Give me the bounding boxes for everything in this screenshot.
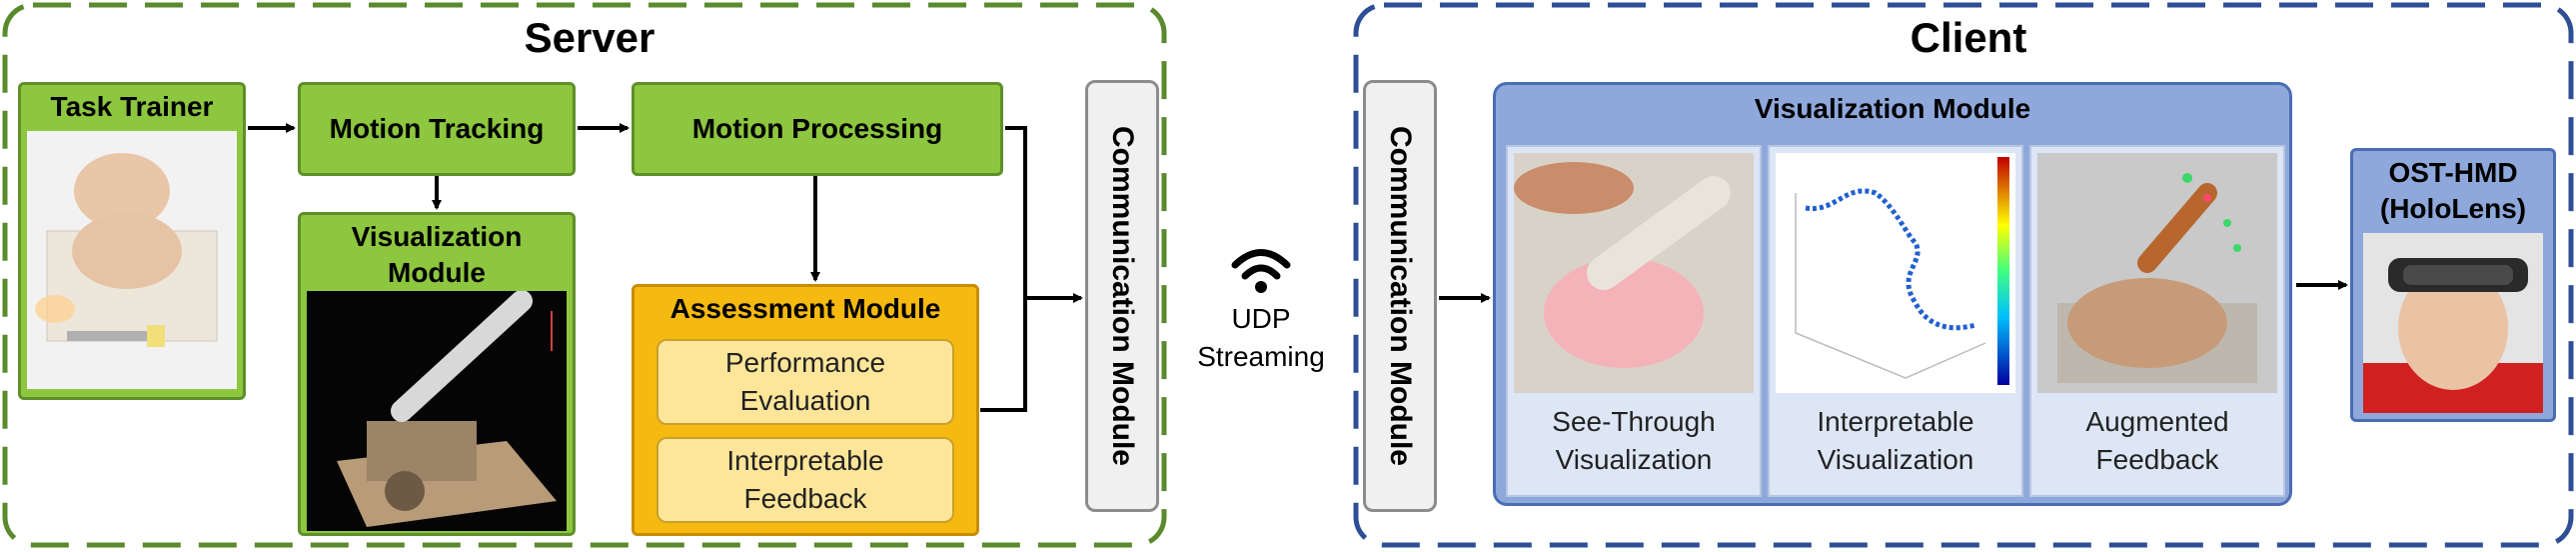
interpretable-card: Interpretable Visualization xyxy=(1768,145,2023,497)
manikin-photo xyxy=(35,153,218,347)
server-visualization-panel: Visualization Module xyxy=(298,212,576,536)
interpretable-feedback-box: Interpretable Feedback xyxy=(656,437,954,523)
see-through-image xyxy=(1514,153,1754,393)
see-through-label: See-Through Visualization xyxy=(1552,406,1716,475)
motion-processing-box: Motion Processing xyxy=(632,82,1003,176)
ost-hmd-title: OST-HMD xyxy=(2388,157,2518,188)
ost-hmd-panel: OST-HMD (HoloLens) xyxy=(2350,148,2556,422)
performance-evaluation-label: Performance Evaluation xyxy=(724,347,886,416)
task-trainer-panel: Task Trainer xyxy=(18,82,246,400)
client-visualization-title: Visualization Module xyxy=(1754,93,2031,124)
performance-evaluation-box: Performance Evaluation xyxy=(656,339,954,425)
augmented-photo xyxy=(2057,173,2257,383)
server-communication-module: Communication Module xyxy=(1085,80,1159,512)
interpretable-label: Interpretable Visualization xyxy=(1817,406,1974,475)
task-trainer-title: Task Trainer xyxy=(50,91,214,122)
task-trainer-image xyxy=(27,131,237,389)
augmented-image xyxy=(2037,153,2277,393)
wifi-icon xyxy=(1231,249,1291,293)
hololens-image xyxy=(2363,233,2543,413)
assessment-module-panel: Assessment Module Performance Evaluation… xyxy=(632,284,979,536)
augmented-card: Augmented Feedback xyxy=(2029,145,2285,497)
client-title: Client xyxy=(1910,14,2027,61)
hololens-title: (HoloLens) xyxy=(2379,193,2527,224)
client-visualization-panel: Visualization Module See-Through Visuali… xyxy=(1493,82,2292,506)
visualization-render-image xyxy=(307,290,567,531)
udp-streaming-label: UDP Streaming xyxy=(1185,300,1337,380)
server-communication-label: Communication Module xyxy=(1106,126,1139,466)
interpretable-image xyxy=(1776,153,2015,393)
client-communication-label: Communication Module xyxy=(1384,126,1417,466)
trajectory-plot xyxy=(1795,157,2009,385)
udp-label: UDP xyxy=(1231,303,1291,334)
augmented-label: Augmented Feedback xyxy=(2085,406,2229,475)
client-container xyxy=(1353,2,2574,548)
server-visualization-title: Visualization Module xyxy=(351,221,523,288)
arrow-processing-to-comm xyxy=(1005,126,1027,298)
assessment-module-title: Assessment Module xyxy=(669,293,941,324)
server-title: Server xyxy=(524,14,655,61)
see-through-photo xyxy=(1514,162,1731,368)
hololens-photo xyxy=(2363,258,2543,413)
arrow-assessment-to-comm xyxy=(980,298,1027,412)
see-through-card: See-Through Visualization xyxy=(1506,145,1762,497)
client-communication-module: Communication Module xyxy=(1363,80,1437,512)
motion-tracking-box: Motion Tracking xyxy=(298,82,576,176)
streaming-label: Streaming xyxy=(1197,341,1325,372)
render-scene xyxy=(337,290,557,527)
interpretable-feedback-label: Interpretable Feedback xyxy=(726,445,884,514)
